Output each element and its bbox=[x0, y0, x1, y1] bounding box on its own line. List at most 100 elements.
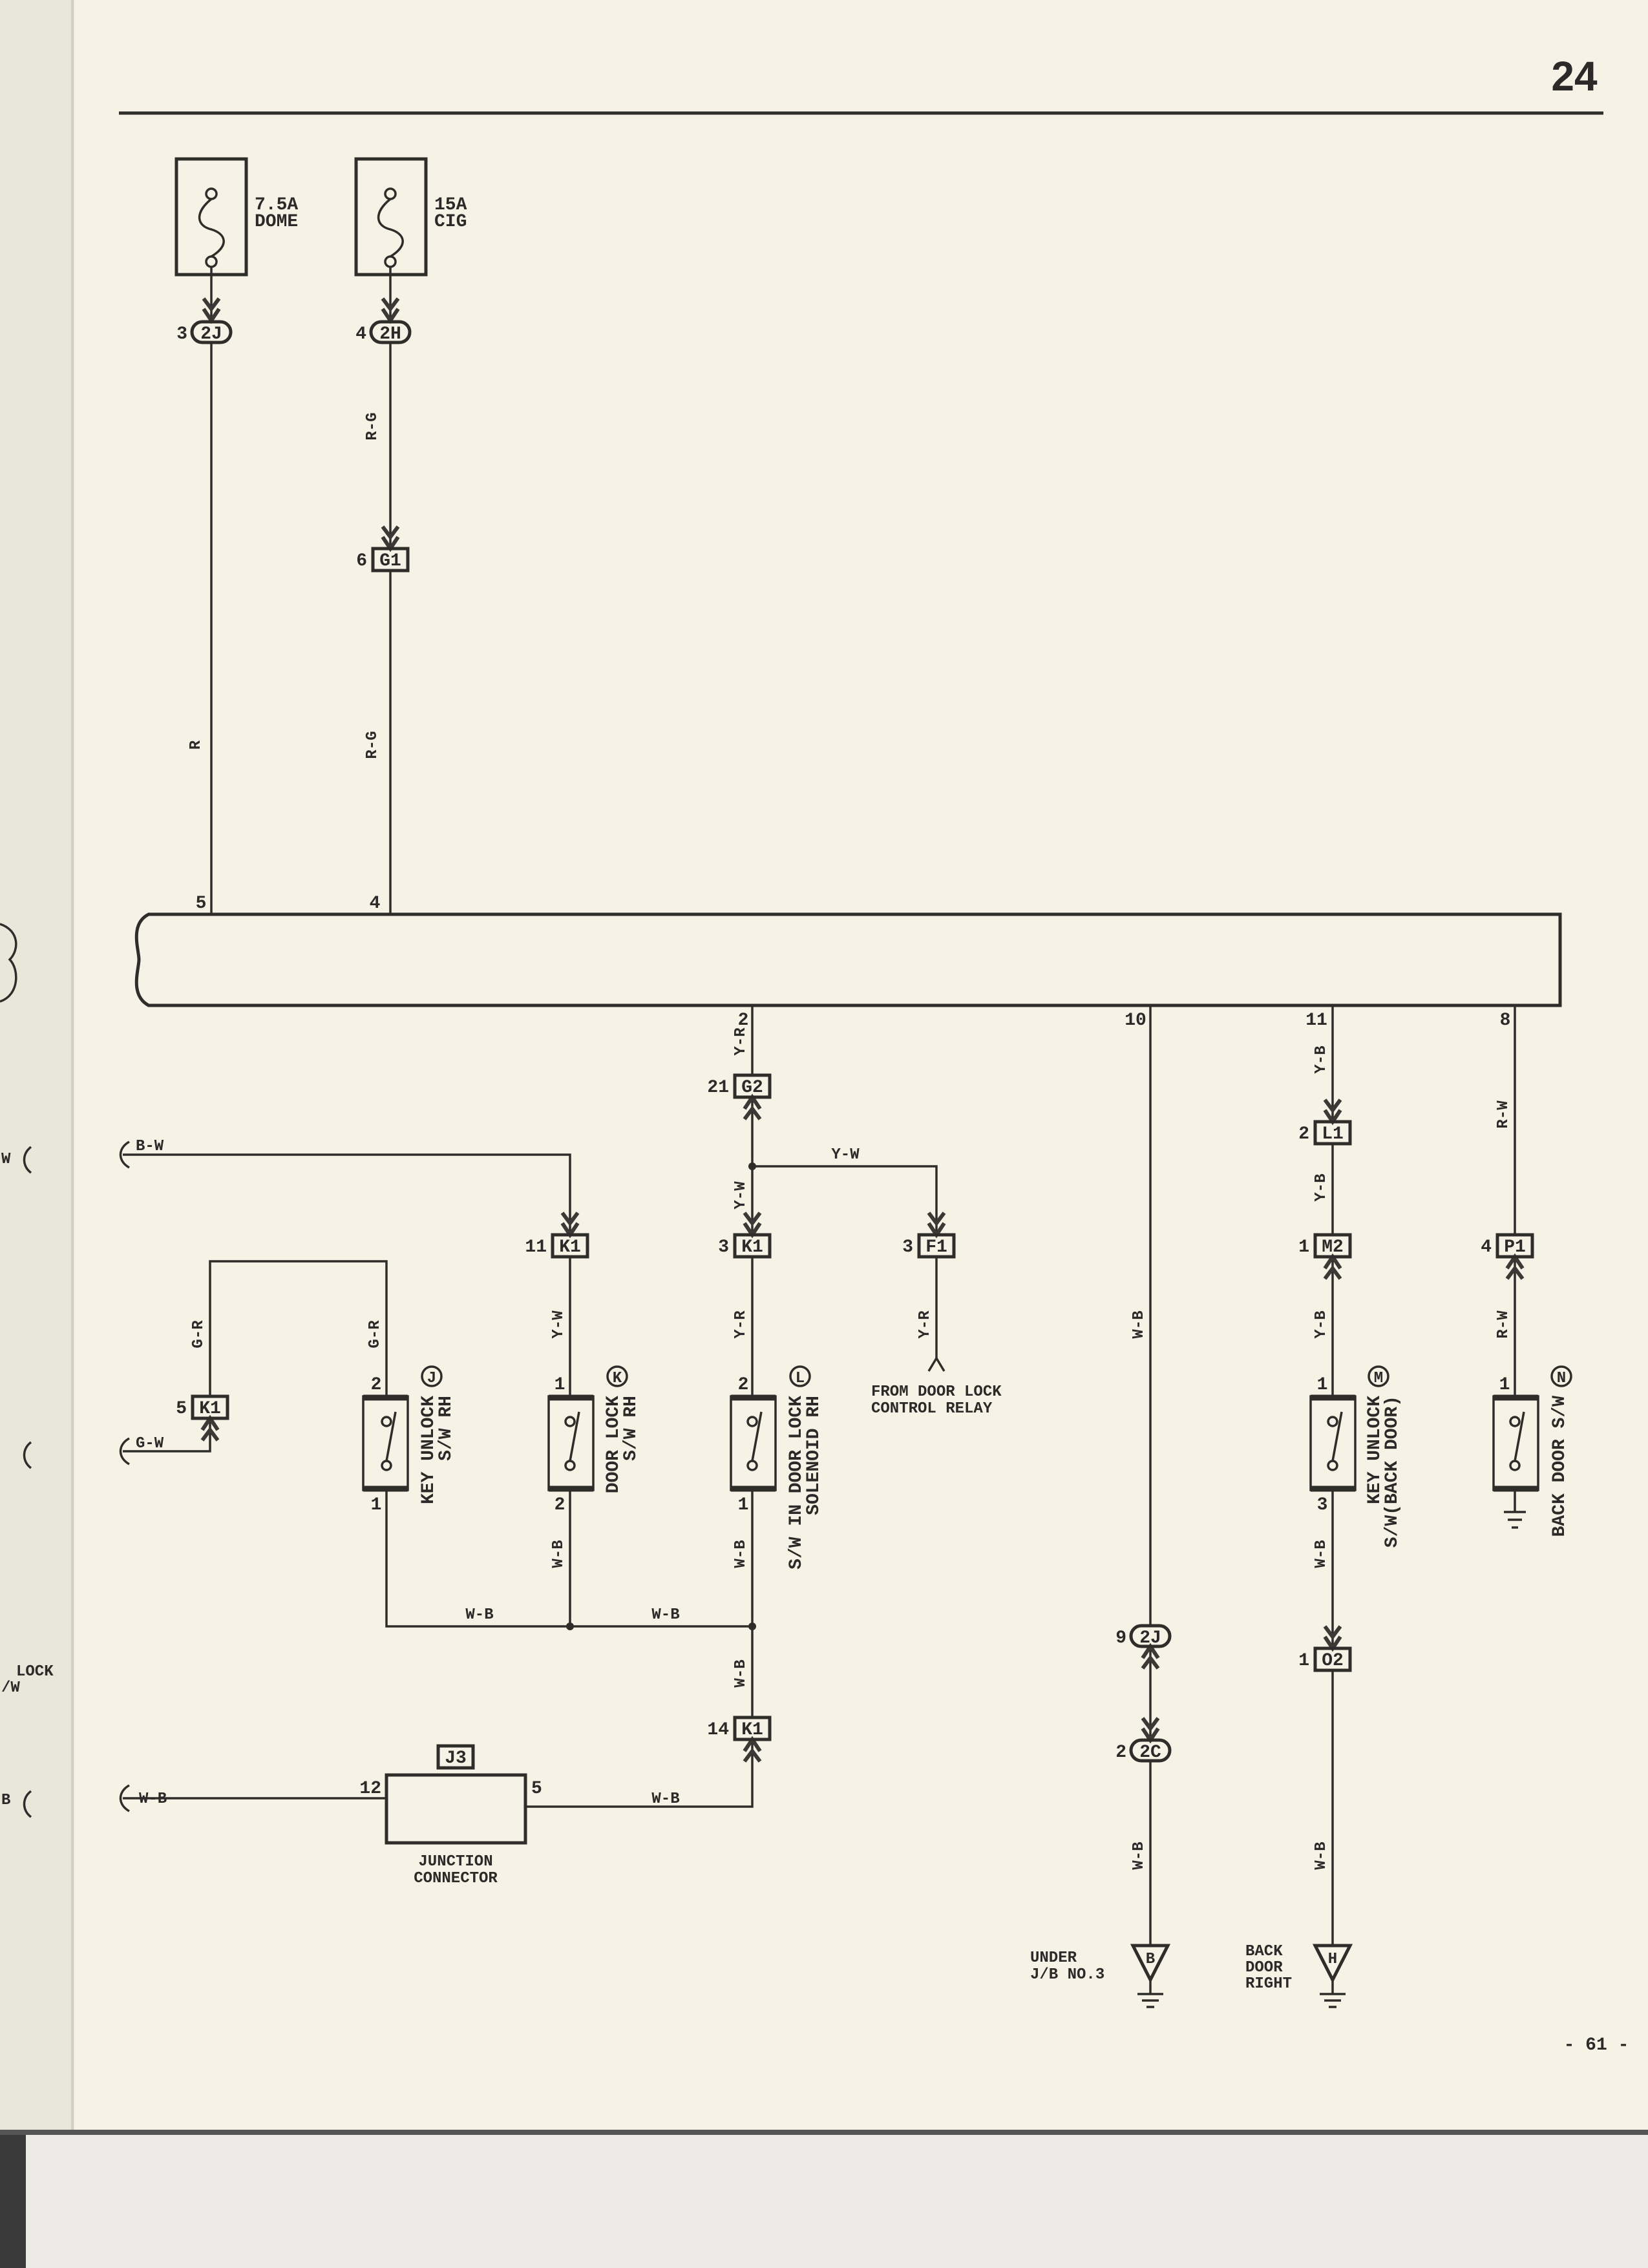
svg-text:2J: 2J bbox=[1139, 1628, 1161, 1648]
svg-text:Y-B: Y-B bbox=[1313, 1173, 1330, 1201]
svg-text:3: 3 bbox=[902, 1237, 913, 1257]
section-number: 24 bbox=[1551, 53, 1598, 100]
svg-text:G1: G1 bbox=[379, 551, 401, 571]
svg-text:11: 11 bbox=[525, 1237, 547, 1257]
svg-text:Y-R: Y-R bbox=[732, 1310, 750, 1339]
svg-text:LOCK: LOCK bbox=[16, 1663, 54, 1681]
svg-text:G-W: G-W bbox=[136, 1435, 164, 1453]
svg-text:G-R: G-R bbox=[366, 1320, 384, 1349]
fuse-cig: 15A CIG bbox=[354, 157, 467, 277]
svg-text:SOLENOID RH: SOLENOID RH bbox=[804, 1396, 824, 1515]
svg-text:Y-W: Y-W bbox=[732, 1181, 750, 1210]
svg-text:2: 2 bbox=[738, 1011, 749, 1031]
svg-text:Y-R: Y-R bbox=[732, 1027, 750, 1056]
svg-text:J3: J3 bbox=[445, 1748, 467, 1769]
switch-m-key-unlock-back-door: 1 3 M KEY UNLOCK S/W(BACK DOOR) bbox=[1309, 1365, 1402, 1548]
svg-text:W: W bbox=[1, 1151, 11, 1168]
svg-text:1: 1 bbox=[371, 1495, 382, 1515]
svg-text:W-B: W-B bbox=[1130, 1310, 1148, 1338]
connector-p1: P1 4 bbox=[1481, 1233, 1534, 1259]
svg-text:1: 1 bbox=[1298, 1651, 1309, 1671]
svg-text:R-W: R-W bbox=[1495, 1100, 1512, 1129]
svg-text:W-B: W-B bbox=[1313, 1842, 1330, 1869]
svg-text:4: 4 bbox=[1481, 1237, 1492, 1257]
svg-text:Y-B: Y-B bbox=[1313, 1310, 1330, 1338]
switch-n-back-door: 1 N BACK DOOR S/W bbox=[1492, 1365, 1572, 1537]
svg-text:Y-R: Y-R bbox=[916, 1310, 934, 1339]
svg-text:BACK DOOR S/W: BACK DOOR S/W bbox=[1550, 1396, 1570, 1537]
open-arrow-icon bbox=[927, 1356, 945, 1372]
connector-k1-3: K1 3 bbox=[718, 1233, 772, 1259]
svg-text:9: 9 bbox=[1115, 1628, 1126, 1648]
svg-text:1: 1 bbox=[1317, 1375, 1328, 1395]
svg-text:/W: /W bbox=[1, 1679, 20, 1697]
svg-text:DOOR LOCK: DOOR LOCK bbox=[604, 1396, 624, 1493]
connector-m2: M2 1 bbox=[1298, 1233, 1352, 1259]
svg-text:3: 3 bbox=[718, 1237, 729, 1257]
svg-text:W-B: W-B bbox=[732, 1540, 750, 1568]
svg-text:Y-W: Y-W bbox=[831, 1146, 860, 1164]
svg-text:14: 14 bbox=[707, 1720, 729, 1740]
svg-text:W-B: W-B bbox=[465, 1606, 493, 1624]
connector-k1-5: K1 5 bbox=[176, 1394, 229, 1420]
svg-text:8: 8 bbox=[1500, 1011, 1511, 1031]
svg-text:1: 1 bbox=[1298, 1237, 1309, 1257]
svg-text:2: 2 bbox=[371, 1375, 382, 1395]
ground-icon bbox=[1320, 1980, 1346, 2008]
svg-text:G2: G2 bbox=[741, 1078, 763, 1098]
svg-text:J/B NO.3: J/B NO.3 bbox=[1030, 1966, 1104, 1984]
svg-text:S/W RH: S/W RH bbox=[621, 1396, 641, 1461]
svg-text:K1: K1 bbox=[741, 1237, 763, 1257]
svg-text:P1: P1 bbox=[1504, 1237, 1526, 1257]
svg-text:CIG: CIG bbox=[434, 212, 467, 232]
switch-icon bbox=[751, 1411, 763, 1462]
connector-l1: L12 bbox=[1298, 1120, 1352, 1146]
svg-text:S/W RH: S/W RH bbox=[436, 1396, 456, 1461]
scan-bed bbox=[0, 2132, 1648, 2268]
junction-block: 5 4 2 10 11 8 bbox=[134, 894, 1562, 1031]
svg-text:5: 5 bbox=[196, 894, 207, 914]
connector-g2: G2 21 bbox=[707, 1073, 772, 1099]
svg-text:R-G: R-G bbox=[364, 731, 381, 759]
svg-text:R-G: R-G bbox=[364, 412, 381, 440]
svg-text:W-B: W-B bbox=[1313, 1540, 1330, 1568]
svg-text:W-B: W-B bbox=[139, 1790, 167, 1808]
svg-text:S/W IN DOOR LOCK: S/W IN DOOR LOCK bbox=[787, 1396, 807, 1570]
svg-text:S/W(BACK DOOR): S/W(BACK DOOR) bbox=[1382, 1396, 1402, 1548]
svg-text:J: J bbox=[427, 1370, 436, 1387]
ground-point-h: H BACK DOOR RIGHT bbox=[1245, 1943, 1353, 2008]
svg-text:6: 6 bbox=[356, 551, 367, 571]
svg-text:N: N bbox=[1557, 1370, 1566, 1387]
wire-labels: R-G R R-G Y-R Y-W Y-W B-W Y-W Y-R Y-R G-… bbox=[136, 412, 1512, 1869]
connector-2h: 2H 4 bbox=[355, 320, 412, 344]
junction-connector-j3: J3 12 5 JUNCTION CONNECTOR bbox=[359, 1744, 542, 1887]
svg-text:7.5A: 7.5A bbox=[255, 195, 298, 215]
svg-text:O2: O2 bbox=[1322, 1651, 1344, 1671]
svg-text:B: B bbox=[1, 1792, 10, 1809]
svg-text:2: 2 bbox=[555, 1495, 565, 1515]
ground-icon bbox=[1137, 1980, 1163, 2008]
svg-text:DOME: DOME bbox=[255, 212, 298, 232]
svg-text:21: 21 bbox=[707, 1078, 729, 1098]
switch-icon bbox=[385, 1411, 397, 1462]
svg-text:5: 5 bbox=[176, 1399, 187, 1419]
svg-text:Y-W: Y-W bbox=[550, 1310, 567, 1339]
page-bottom-edge bbox=[0, 2130, 1648, 2135]
switch-icon bbox=[569, 1411, 580, 1462]
switch-j-key-unlock-rh: 2 1 J KEY UNLOCK S/W RH bbox=[362, 1365, 456, 1515]
svg-text:W-B: W-B bbox=[550, 1540, 567, 1568]
svg-text:M2: M2 bbox=[1322, 1237, 1344, 1257]
svg-text:L: L bbox=[796, 1370, 805, 1387]
switch-k-door-lock-rh: 1 2 K DOOR LOCK S/W RH bbox=[547, 1365, 641, 1515]
svg-text:2C: 2C bbox=[1139, 1743, 1161, 1763]
svg-text:K1: K1 bbox=[199, 1399, 221, 1419]
facing-page-fragments: W LOCK /W B bbox=[0, 923, 54, 1818]
svg-text:G-R: G-R bbox=[190, 1320, 207, 1349]
svg-text:BACK: BACK bbox=[1245, 1943, 1283, 1960]
svg-text:FROM DOOR LOCK: FROM DOOR LOCK bbox=[871, 1383, 1002, 1401]
svg-text:CONNECTOR: CONNECTOR bbox=[414, 1870, 498, 1887]
svg-text:12: 12 bbox=[359, 1779, 381, 1799]
svg-text:L1: L1 bbox=[1322, 1124, 1344, 1144]
